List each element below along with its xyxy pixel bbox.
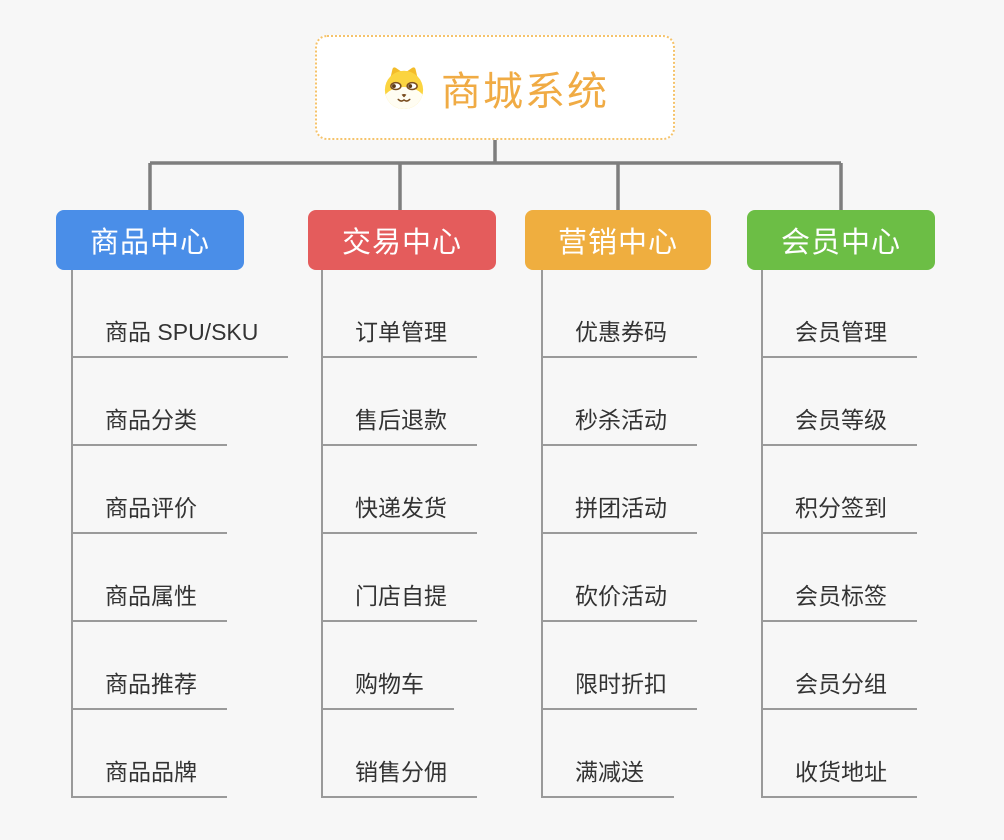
connector-path — [148, 139, 843, 211]
branch-children-member-center: 会员管理 会员等级 积分签到 会员标签 会员分组 收货地址 — [761, 270, 917, 798]
leaf-node[interactable]: 销售分佣 — [323, 710, 477, 798]
branch-children-product-center: 商品 SPU/SKU 商品分类 商品评价 商品属性 商品推荐 商品品牌 — [71, 270, 289, 798]
branch-children-marketing-center: 优惠券码 秒杀活动 拼团活动 砍价活动 限时折扣 满减送 — [541, 270, 697, 798]
branch-node-trade-center[interactable]: 交易中心 — [308, 210, 496, 270]
leaf-node[interactable]: 拼团活动 — [543, 446, 697, 534]
leaf-node[interactable]: 商品评价 — [73, 446, 227, 534]
leaf-node[interactable]: 会员等级 — [763, 358, 917, 446]
branch-label: 会员中心 — [780, 227, 901, 259]
branch-node-marketing-center[interactable]: 营销中心 — [525, 210, 711, 270]
dog-face-icon — [384, 66, 424, 109]
branch-label: 营销中心 — [557, 227, 678, 259]
branch-label: 交易中心 — [341, 227, 462, 259]
leaf-node[interactable]: 满减送 — [543, 710, 674, 798]
leaf-node[interactable]: 商品推荐 — [73, 622, 227, 710]
leaf-node[interactable]: 门店自提 — [323, 534, 477, 622]
branch-children-trade-center: 订单管理 售后退款 快递发货 门店自提 购物车 销售分佣 — [321, 270, 477, 798]
leaf-node[interactable]: 商品 SPU/SKU — [73, 270, 289, 358]
leaf-node[interactable]: 限时折扣 — [543, 622, 697, 710]
leaf-node[interactable]: 快递发货 — [323, 446, 477, 534]
leaf-node[interactable]: 商品属性 — [73, 534, 227, 622]
leaf-node[interactable]: 优惠券码 — [543, 270, 697, 358]
leaf-node[interactable]: 会员标签 — [763, 534, 917, 622]
leaf-node[interactable]: 收货地址 — [763, 710, 917, 798]
leaf-node[interactable]: 会员管理 — [763, 270, 917, 358]
leaf-node[interactable]: 积分签到 — [763, 446, 917, 534]
branch-node-product-center[interactable]: 商品中心 — [56, 210, 244, 270]
root-title: 商城系统 — [441, 69, 609, 114]
leaf-node[interactable]: 会员分组 — [763, 622, 917, 710]
root-node[interactable]: 商城系统 — [315, 35, 675, 140]
branch-label: 商品中心 — [89, 227, 210, 259]
leaf-node[interactable]: 购物车 — [323, 622, 454, 710]
leaf-node[interactable]: 售后退款 — [323, 358, 477, 446]
leaf-node[interactable]: 秒杀活动 — [543, 358, 697, 446]
leaf-node[interactable]: 商品分类 — [73, 358, 227, 446]
leaf-node[interactable]: 商品品牌 — [73, 710, 227, 798]
branch-node-member-center[interactable]: 会员中心 — [747, 210, 935, 270]
leaf-node[interactable]: 订单管理 — [323, 270, 477, 358]
leaf-node[interactable]: 砍价活动 — [543, 534, 697, 622]
